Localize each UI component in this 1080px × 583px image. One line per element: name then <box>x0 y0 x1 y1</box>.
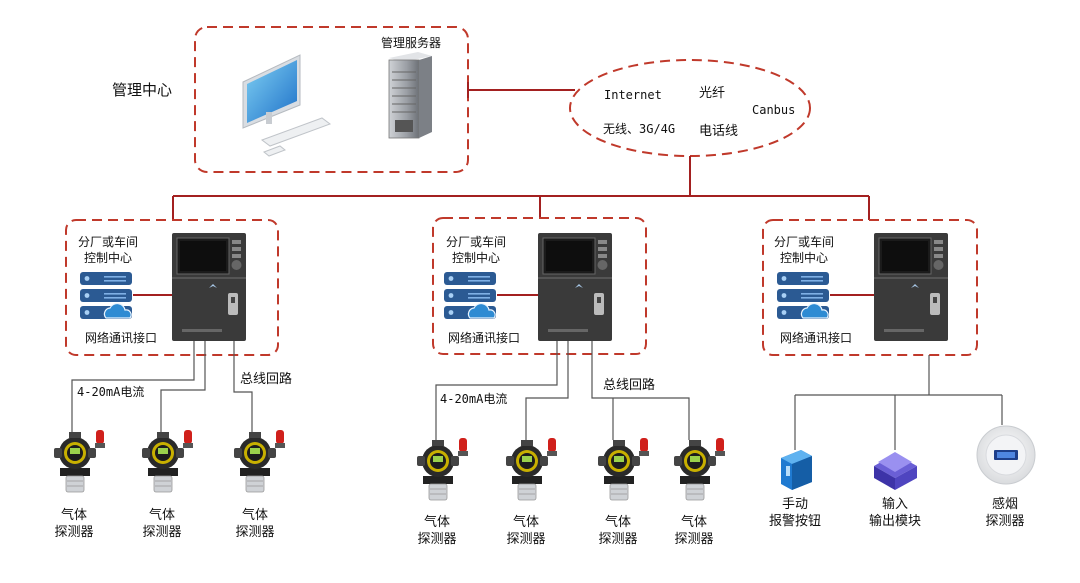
detector-label: 探测器 <box>506 532 546 547</box>
network-wireless-label: 无线、3G/4G <box>603 122 676 136</box>
control-panel-icon <box>537 232 613 342</box>
station-box-3 <box>762 219 978 356</box>
network-canbus-label: Canbus <box>752 103 796 117</box>
detector-label: 探测器 <box>598 532 638 547</box>
station-box-1 <box>65 219 279 356</box>
detector-label: 气体 <box>680 515 708 530</box>
bus-loop-label: 总线回路 <box>240 372 293 387</box>
bus-loop-label: 总线回路 <box>603 378 656 393</box>
station-1-wiring <box>71 341 253 440</box>
server-stack-icon <box>776 271 830 320</box>
device-label: 感烟 <box>991 497 1019 512</box>
server-stack-icon <box>443 271 497 320</box>
detector-label: 探测器 <box>142 525 182 540</box>
device-label: 手动 <box>781 497 809 512</box>
alarm-button-icon <box>781 450 812 490</box>
computer-icon <box>242 54 332 157</box>
device-label: 探测器 <box>985 514 1025 529</box>
detector-label: 探测器 <box>235 525 275 540</box>
smoke-detector-icon <box>976 425 1036 485</box>
server-stack-icon <box>79 271 133 320</box>
network-fiber-label: 光纤 <box>699 86 726 101</box>
detector-label: 气体 <box>604 515 632 530</box>
detector-label: 气体 <box>148 508 176 523</box>
station-subtitle: 控制中心 <box>780 251 829 265</box>
gas-detector-icon <box>597 437 650 501</box>
gas-detector-icon <box>53 429 106 493</box>
detector-label: 探测器 <box>417 532 457 547</box>
detector-label: 气体 <box>512 515 540 530</box>
station-2-wiring <box>435 341 690 440</box>
station-subtitle: 控制中心 <box>84 251 133 265</box>
station-title: 分厂或车间 <box>774 235 835 249</box>
device-label: 输入 <box>881 497 909 512</box>
detector-label: 气体 <box>60 508 88 523</box>
detector-label: 探测器 <box>54 525 94 540</box>
station-title: 分厂或车间 <box>446 235 507 249</box>
network-interface-label: 网络通讯接口 <box>85 331 158 345</box>
detector-label: 气体 <box>241 508 269 523</box>
station-title: 分厂或车间 <box>78 235 139 249</box>
management-center-title: 管理中心 <box>112 81 173 99</box>
network-cloud <box>569 59 811 157</box>
device-label: 输出模块 <box>868 514 922 529</box>
gas-detector-icon <box>416 437 469 501</box>
gas-detector-icon <box>141 429 194 493</box>
gas-detector-icon <box>673 437 726 501</box>
network-internet-label: Internet <box>604 88 662 102</box>
network-phone-line-label: 电话线 <box>699 124 739 139</box>
management-center-box <box>194 26 469 173</box>
gas-detector-icon <box>233 429 286 493</box>
network-interface-label: 网络通讯接口 <box>780 331 853 345</box>
device-label: 报警按钮 <box>768 514 822 529</box>
station-3-wiring <box>794 355 1003 450</box>
current-loop-label: 4-20mA电流 <box>77 385 145 399</box>
control-panel-icon <box>873 232 949 342</box>
network-interface-label: 网络通讯接口 <box>448 331 521 345</box>
server-rack-icon <box>388 52 432 139</box>
station-subtitle: 控制中心 <box>452 251 501 265</box>
gas-detector-icon <box>505 437 558 501</box>
io-module-icon <box>874 452 917 490</box>
detector-label: 探测器 <box>674 532 714 547</box>
management-server-label: 管理服务器 <box>380 36 442 50</box>
control-panel-icon <box>171 232 247 342</box>
trunk-bus <box>172 156 870 220</box>
detector-label: 气体 <box>423 515 451 530</box>
station-box-2 <box>432 217 647 355</box>
current-loop-label: 4-20mA电流 <box>440 392 508 406</box>
